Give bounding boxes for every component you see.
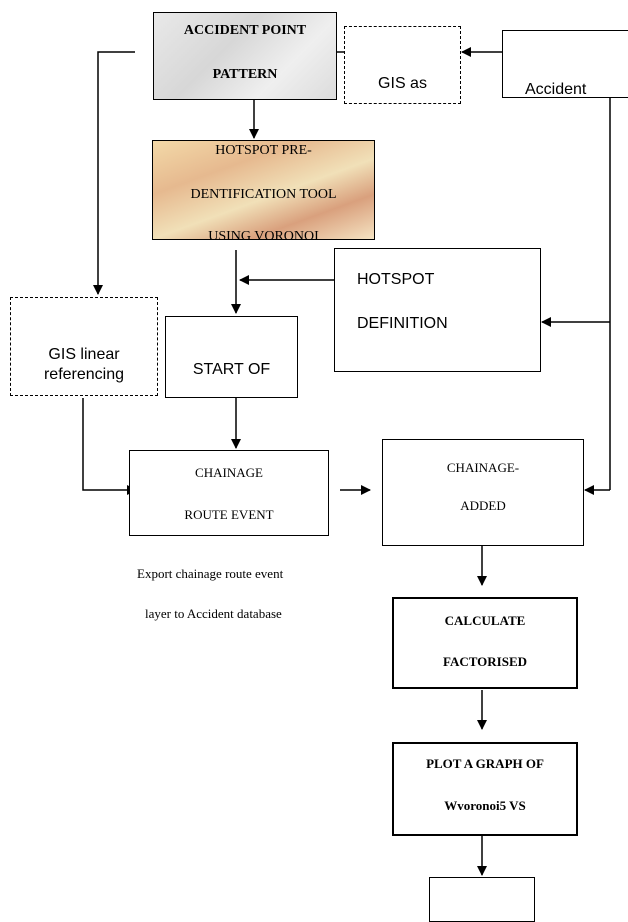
arrow-pattern-to-gis-linear: [93, 51, 135, 295]
chainage-route-event-box: CHAINAGE ROUTE EVENT: [129, 450, 329, 536]
hotspot-definition-box: HOTSPOT DEFINITION: [334, 248, 541, 372]
gis-linear-referencing-box: GIS linear referencing: [10, 297, 158, 396]
calculate-line2: FACTORISED: [442, 654, 528, 669]
export-note-line2: layer to Accident database: [145, 606, 282, 621]
final-output-box: [429, 877, 535, 922]
chainage-route-line2: ROUTE EVENT: [184, 507, 274, 522]
gis-as-box: GIS as: [344, 26, 461, 104]
gis-linear-line1: GIS linear: [48, 346, 120, 363]
accident-point-pattern-box: ACCIDENT POINT PATTERN: [153, 12, 337, 100]
start-of-box: START OF: [165, 316, 298, 398]
chainage-route-line1: CHAINAGE: [195, 465, 263, 480]
chainage-added-line2: ADDED: [460, 498, 506, 513]
gis-linear-line2: referencing: [43, 366, 125, 383]
arrow-gis-linear-to-chainage: [82, 398, 137, 495]
accident-point-pattern-line1: ACCIDENT POINT: [183, 23, 307, 38]
chainage-added-line1: CHAINAGE-: [446, 460, 520, 475]
plot-graph-line2: Wvoronoi5 VS: [444, 798, 526, 813]
start-of-text: START OF: [192, 361, 271, 378]
hotspot-pre-line2: DENTIFICATION TOOL: [190, 187, 337, 202]
hotspot-definition-line2: DEFINITION: [357, 315, 448, 332]
chainage-added-box: CHAINAGE- ADDED: [382, 439, 584, 546]
hotspot-pre-line1: HOTSPOT PRE-: [215, 143, 312, 158]
plot-graph-line1: PLOT A GRAPH OF: [426, 756, 544, 771]
accident-text: Accident: [525, 81, 587, 98]
hotspot-pre-line3: USING VORONOI: [208, 229, 319, 240]
accident-point-pattern-line2: PATTERN: [212, 67, 278, 82]
gis-as-text: GIS as: [378, 75, 427, 92]
hotspot-definition-line1: HOTSPOT: [357, 271, 435, 288]
export-note-line1: Export chainage route event: [137, 566, 284, 581]
calculate-line1: CALCULATE: [444, 613, 526, 628]
plot-graph-box: PLOT A GRAPH OF Wvoronoi5 VS: [392, 742, 578, 836]
accident-box: Accident: [502, 30, 628, 98]
calculate-factorised-box: CALCULATE FACTORISED: [392, 597, 578, 689]
hotspot-pre-identification-box: HOTSPOT PRE- DENTIFICATION TOOL USING VO…: [152, 140, 375, 240]
